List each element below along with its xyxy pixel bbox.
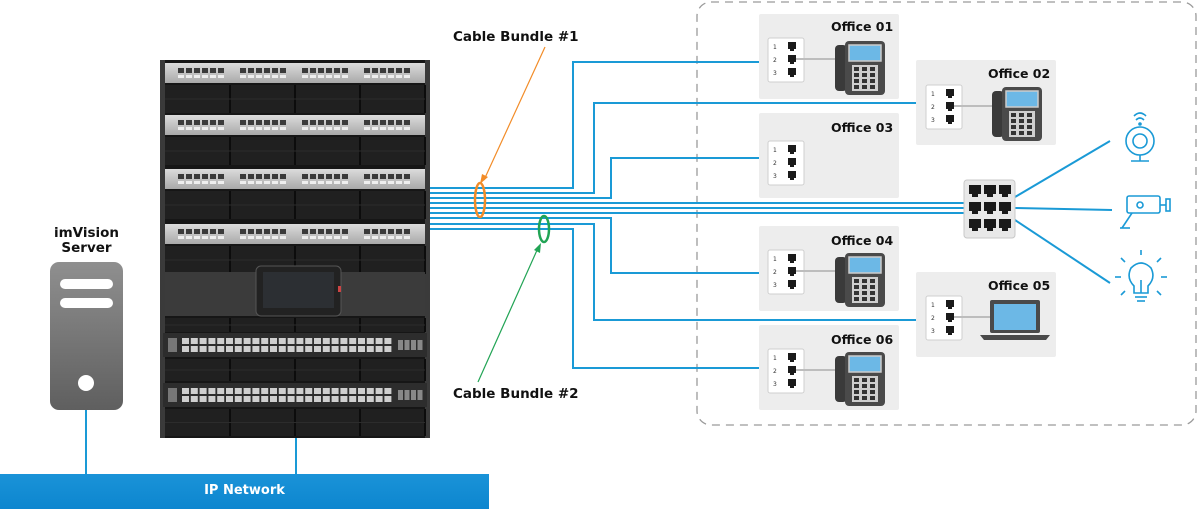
port-number: 2: [931, 104, 935, 111]
ip-network-bar: IP Network: [0, 474, 489, 509]
cable-manager: [165, 318, 426, 332]
patch-panel: [165, 115, 425, 135]
cable-runs: [430, 61, 1113, 369]
office-05-title: Office 05: [988, 278, 1051, 293]
office-02-title: Office 02: [988, 66, 1051, 81]
server-label: imVision Server: [20, 226, 153, 256]
port-number: 3: [773, 70, 777, 77]
port-number: 2: [773, 368, 777, 375]
patch-panel: [165, 224, 425, 244]
wall-plate-icon: 1 2 3: [767, 348, 805, 394]
security-camera-icon: [1120, 195, 1171, 229]
network-switch-icon: [963, 179, 1016, 239]
arrowhead-icon: [480, 174, 488, 184]
port-number: 2: [931, 315, 935, 322]
cable-manager: [165, 409, 426, 436]
port-number: 1: [773, 256, 777, 263]
server-icon: [50, 262, 123, 410]
wall-plate-icon: 1 2 3: [925, 84, 963, 130]
desk-phone-icon: [834, 40, 886, 96]
desk-phone-icon: [834, 351, 886, 407]
patch-panel: [165, 63, 425, 83]
cable-bundle-1-label: Cable Bundle #1: [453, 29, 579, 45]
cable-manager: [165, 191, 426, 219]
desk-phone-icon: [991, 86, 1043, 142]
office-06-title: Office 06: [831, 332, 894, 347]
ip-network-label: IP Network: [204, 483, 285, 498]
rack-switch: [163, 383, 427, 407]
port-number: 3: [773, 381, 777, 388]
office-01-title: Office 01: [831, 19, 894, 34]
wall-plate-icon: 1 2 3: [925, 295, 963, 341]
wall-plate-icon: 1 2 3: [767, 249, 805, 295]
server-rack: [160, 60, 430, 438]
cable-bundle-2-pointer: [477, 247, 539, 383]
port-number: 3: [773, 173, 777, 180]
server-label-line1: imVision: [53, 225, 120, 241]
cable-manager: [165, 85, 426, 113]
patch-panel: [165, 169, 425, 189]
port-number: 3: [931, 117, 935, 124]
port-number: 3: [931, 328, 935, 335]
port-number: 2: [773, 160, 777, 167]
cable-bundle-1-pointer: [483, 46, 546, 181]
port-number: 2: [773, 57, 777, 64]
rack-kvm-console: [165, 265, 425, 317]
cable-bundle-2-label: Cable Bundle #2: [453, 386, 579, 402]
cable-bundle-2-marker: [537, 214, 551, 244]
cable-manager: [165, 359, 426, 381]
office-04-title: Office 04: [831, 233, 894, 248]
port-number: 3: [773, 282, 777, 289]
port-number: 2: [773, 269, 777, 276]
arrowhead-icon: [534, 243, 541, 253]
port-number: 1: [773, 355, 777, 362]
cable-bundle-1-marker: [473, 181, 487, 219]
port-number: 1: [773, 147, 777, 154]
smart-light-bulb-icon: [1115, 250, 1167, 302]
wall-plate-icon: 1 2 3: [767, 37, 805, 83]
cable-manager: [165, 137, 426, 165]
laptop-icon: [980, 300, 1050, 340]
rack-switch: [163, 333, 427, 357]
server-label-line2: Server: [61, 240, 112, 256]
desk-phone-icon: [834, 252, 886, 308]
port-number: 1: [931, 91, 935, 98]
office-03-title: Office 03: [831, 120, 894, 135]
port-number: 1: [931, 302, 935, 309]
port-number: 1: [773, 44, 777, 51]
wall-plate-icon: 1 2 3: [767, 140, 805, 186]
wireless-access-point-icon: [1125, 112, 1155, 162]
